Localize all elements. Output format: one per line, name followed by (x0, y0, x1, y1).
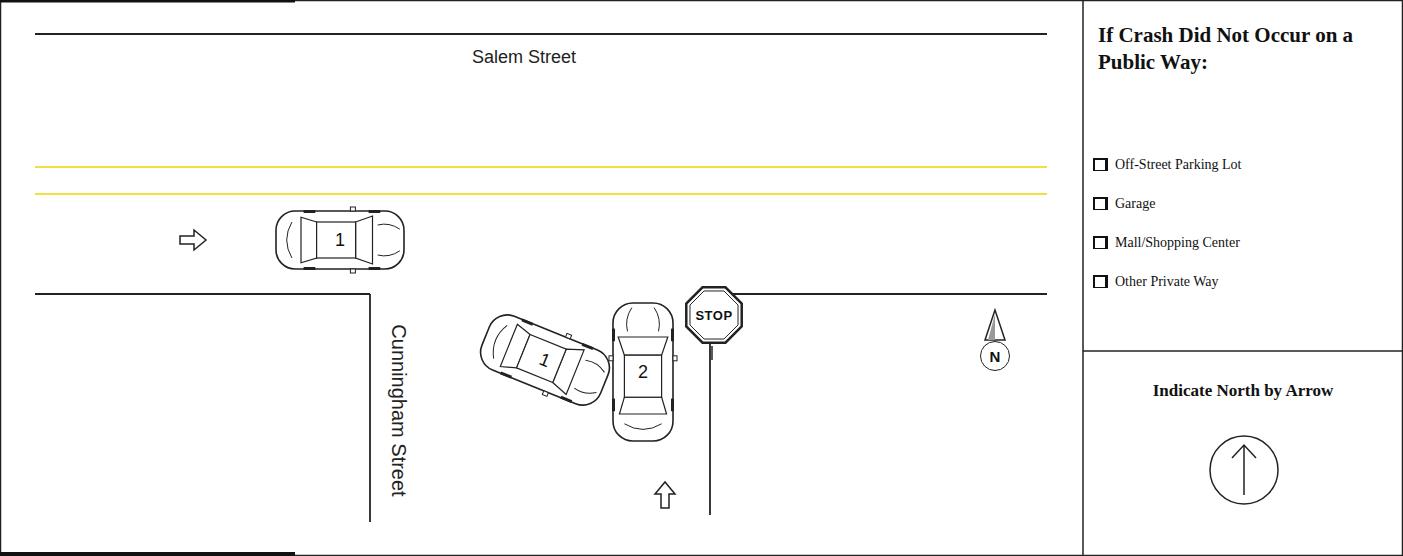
panel-divider (1082, 0, 1084, 556)
panel-divider (1083, 350, 1403, 352)
direction-arrow (180, 230, 206, 250)
north-arrowhead (985, 310, 1005, 340)
street-name: Salem Street (472, 47, 576, 68)
sign-text: STOP (695, 309, 732, 322)
direction-arrow (655, 482, 675, 508)
vehicle-number: 2 (638, 363, 648, 381)
vehicle-number: 1 (335, 231, 345, 249)
road-edge (35, 33, 1047, 35)
vehicle-one: 1 (275, 210, 405, 270)
road-edge (710, 293, 1047, 295)
frame-bar (0, 552, 295, 556)
north-panel: Indicate North by Arrow (1083, 351, 1403, 556)
vehicle-two: 2 (612, 302, 674, 442)
location-panel: If Crash Did Not Occur on a Public Way: O… (1083, 0, 1403, 351)
checkbox-option: Mall/Shopping Center (1115, 235, 1240, 251)
checkbox-option: Other Private Way (1115, 274, 1219, 290)
north-symbol: N (980, 341, 1010, 371)
vehicle-one: 1 (473, 308, 616, 412)
checkbox-option: Garage (1115, 196, 1155, 212)
street-name: Cunningham Street (386, 324, 409, 496)
center-line (35, 193, 1047, 195)
center-line (35, 166, 1047, 168)
north-letter: N (990, 349, 1001, 364)
north-arrowhead-shade (988, 314, 995, 340)
frame-bar (0, 0, 295, 3)
panel-heading: Indicate North by Arrow (1083, 381, 1403, 401)
checkbox-option: Off-Street Parking Lot (1115, 157, 1242, 173)
sign-post (711, 346, 713, 360)
road-edge (35, 293, 370, 295)
road-edge (369, 294, 371, 522)
panel-heading: If Crash Did Not Occur on a Public Way: (1098, 22, 1373, 77)
stop-sign: STOP (682, 283, 746, 347)
